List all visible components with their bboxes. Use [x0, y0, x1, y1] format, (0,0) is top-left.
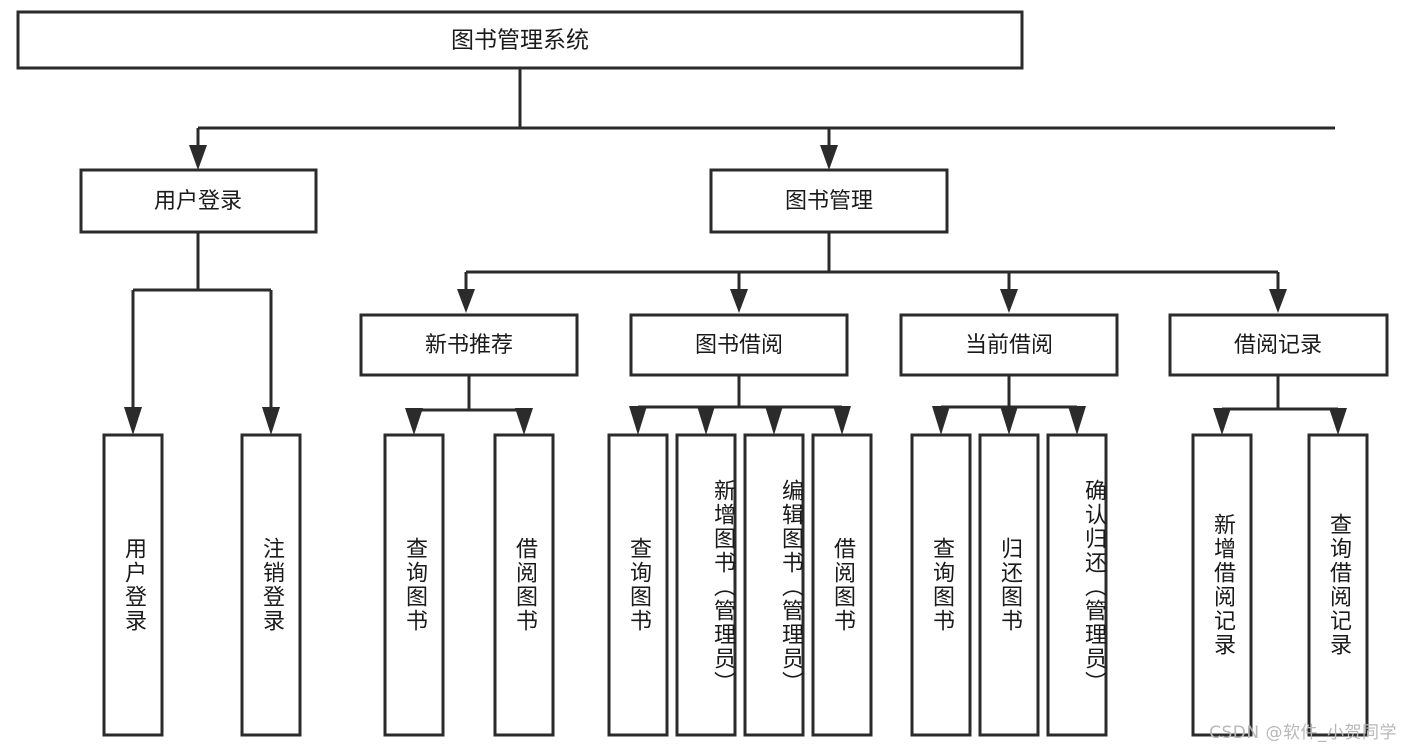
leaf-add-record-box[interactable]: [1191, 433, 1253, 737]
node-borrow-record-box[interactable]: [1168, 313, 1389, 377]
node-new-book-recommend-label: 新书推荐: [425, 333, 513, 358]
arrow-leaf-user-login: [124, 407, 142, 435]
node-new-book-recommend[interactable]: 新书推荐: [359, 313, 579, 377]
node-user-login[interactable]: 用户登录: [79, 168, 318, 234]
arrow-leaf-logout: [262, 407, 280, 435]
leaf-boxes: [102, 433, 1369, 737]
arrow-new-book-recommend: [457, 289, 475, 313]
node-current-borrow[interactable]: 当前借阅: [899, 313, 1119, 377]
arrow-leaf-query-record: [1329, 408, 1347, 435]
node-root[interactable]: 图书管理系统: [16, 10, 1024, 70]
arrow-leaf-edit-book: [765, 406, 783, 435]
node-book-borrow-box[interactable]: [629, 313, 849, 377]
connector-book-borrow-to-leaves: [629, 375, 851, 435]
leaf-query-book-2-box[interactable]: [607, 433, 669, 737]
leaf-query-book-1-box[interactable]: [383, 433, 445, 737]
leaf-return-book-box[interactable]: [978, 433, 1040, 737]
connector-new-book-recommend-to-leaves: [405, 375, 533, 435]
arrow-leaf-borrow-book-1: [515, 408, 533, 435]
node-book-borrow[interactable]: 图书借阅: [629, 313, 849, 377]
arrow-user-login: [189, 145, 207, 170]
arrow-leaf-add-book: [697, 406, 715, 435]
arrow-book-manage: [820, 145, 838, 170]
connector-root-to-level2: [189, 68, 1335, 170]
csdn-watermark: CSDN @软件_小贺同学: [1209, 723, 1397, 743]
leaf-query-book-3-box[interactable]: [910, 433, 972, 737]
node-borrow-record[interactable]: 借阅记录: [1168, 313, 1389, 377]
node-root-box[interactable]: [16, 10, 1024, 70]
node-book-borrow-label: 图书借阅: [695, 333, 783, 358]
node-new-book-recommend-box[interactable]: [359, 313, 579, 377]
arrow-leaf-confirm-return: [1068, 406, 1086, 435]
arrow-book-borrow: [730, 289, 748, 313]
arrow-leaf-query-book-1: [405, 408, 423, 435]
leaf-confirm-return-box[interactable]: [1046, 433, 1108, 737]
arrow-borrow-record: [1269, 289, 1287, 313]
leaf-borrow-book-1-box[interactable]: [493, 433, 555, 737]
connector-user-login-to-leaves: [124, 232, 280, 435]
arrow-current-borrow: [1000, 289, 1018, 313]
arrow-leaf-borrow-book-2: [833, 406, 851, 435]
leaf-user-login-box[interactable]: [102, 433, 164, 737]
leaf-query-record-box[interactable]: [1307, 433, 1369, 737]
arrow-leaf-query-book-3: [932, 406, 950, 435]
node-book-manage[interactable]: 图书管理: [709, 168, 949, 234]
arrow-leaf-query-book-2: [629, 406, 647, 435]
connector-borrow-record-to-leaves: [1213, 375, 1347, 435]
node-current-borrow-label: 当前借阅: [965, 333, 1053, 358]
leaf-borrow-book-2-box[interactable]: [811, 433, 873, 737]
leaf-logout-box[interactable]: [240, 433, 302, 737]
connector-book-manage-to-level3: [457, 232, 1287, 313]
node-book-manage-box[interactable]: [709, 168, 949, 234]
node-root-label: 图书管理系统: [451, 28, 589, 54]
leaf-add-book-box[interactable]: [675, 433, 737, 737]
leaf-edit-book-box[interactable]: [743, 433, 805, 737]
node-user-login-label: 用户登录: [154, 189, 242, 214]
connector-current-borrow-to-leaves: [932, 375, 1086, 435]
node-book-manage-label: 图书管理: [785, 189, 873, 214]
node-current-borrow-box[interactable]: [899, 313, 1119, 377]
arrow-leaf-add-record: [1213, 408, 1231, 435]
arrow-leaf-return-book: [1000, 406, 1018, 435]
node-borrow-record-label: 借阅记录: [1234, 333, 1322, 358]
